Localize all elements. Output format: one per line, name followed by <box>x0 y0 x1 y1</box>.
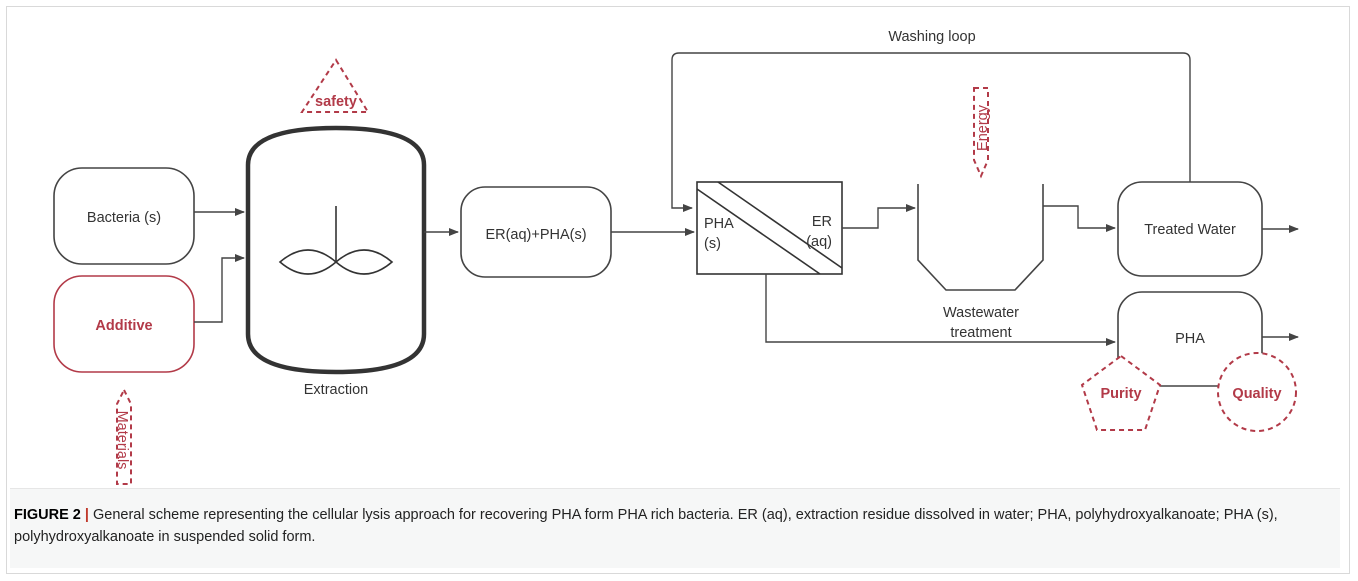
process-diagram: Washing loop safety Energy Bacteria (s) … <box>53 29 1299 485</box>
washing-loop-label: Washing loop <box>888 29 975 45</box>
wastewater-to-treated-arrow <box>1043 205 1116 232</box>
separator-unit: PHA (s) ER (aq) <box>696 181 843 275</box>
separator-left-label-2: (s) <box>704 236 721 252</box>
bacteria-label: Bacteria (s) <box>87 210 161 226</box>
caption-figure-label: FIGURE 2 <box>14 507 81 523</box>
purity-indicator: Purity <box>1080 354 1162 431</box>
bacteria-node: Bacteria (s) <box>53 167 195 265</box>
figure-caption: FIGURE 2 | General scheme representing t… <box>14 504 1332 548</box>
safety-indicator: safety <box>300 58 370 113</box>
washing-loop: Washing loop <box>671 29 1191 212</box>
energy-label: Energy <box>975 104 991 151</box>
quality-indicator: Quality <box>1217 352 1297 432</box>
materials-indicator: Materials <box>114 387 132 485</box>
treated-water-node: Treated Water <box>1117 181 1263 277</box>
separator-membrane-icon-2 <box>696 188 821 275</box>
additive-label: Additive <box>95 318 152 334</box>
pha-node: PHA <box>1117 291 1263 387</box>
purity-pentagon-icon <box>1080 354 1162 431</box>
extraction-label: Extraction <box>304 382 368 398</box>
separator-right-label-2: (aq) <box>806 234 832 250</box>
wastewater-label-1: Wastewater <box>943 305 1019 321</box>
additive-node: Additive <box>53 275 195 373</box>
separator-left-label-1: PHA <box>704 216 734 232</box>
caption-background <box>10 488 1340 568</box>
wastewater-tank: Wastewater treatment <box>917 184 1044 341</box>
er-pha-label: ER(aq)+PHA(s) <box>485 227 586 243</box>
caption-text: General scheme representing the cellular… <box>14 507 1278 545</box>
figure-frame <box>6 6 1350 574</box>
separator-membrane-icon <box>717 181 843 269</box>
purity-label: Purity <box>1100 386 1141 402</box>
separator-to-wastewater-arrow <box>842 204 916 229</box>
washing-loop-line <box>671 52 1191 212</box>
separator-to-pha-arrow <box>765 274 1116 346</box>
separator-right-label-1: ER <box>812 214 832 230</box>
safety-label: safety <box>315 94 357 110</box>
pha-label: PHA <box>1175 331 1205 347</box>
materials-arrow-icon <box>116 387 132 485</box>
materials-label: Materials <box>114 411 130 470</box>
treated-water-label: Treated Water <box>1144 222 1236 238</box>
safety-triangle-icon <box>300 58 370 113</box>
er-pha-node: ER(aq)+PHA(s) <box>460 186 612 278</box>
caption-separator: | <box>84 507 89 523</box>
quality-circle-icon <box>1217 352 1297 432</box>
quality-label: Quality <box>1232 386 1281 402</box>
wastewater-label-2: treatment <box>950 325 1011 341</box>
additive-to-extraction-arrow <box>194 254 245 323</box>
stirrer-blade-icon <box>278 249 394 275</box>
energy-arrow-icon <box>973 87 989 179</box>
extraction-vessel: Extraction <box>245 125 427 398</box>
energy-indicator: Energy <box>973 87 991 179</box>
